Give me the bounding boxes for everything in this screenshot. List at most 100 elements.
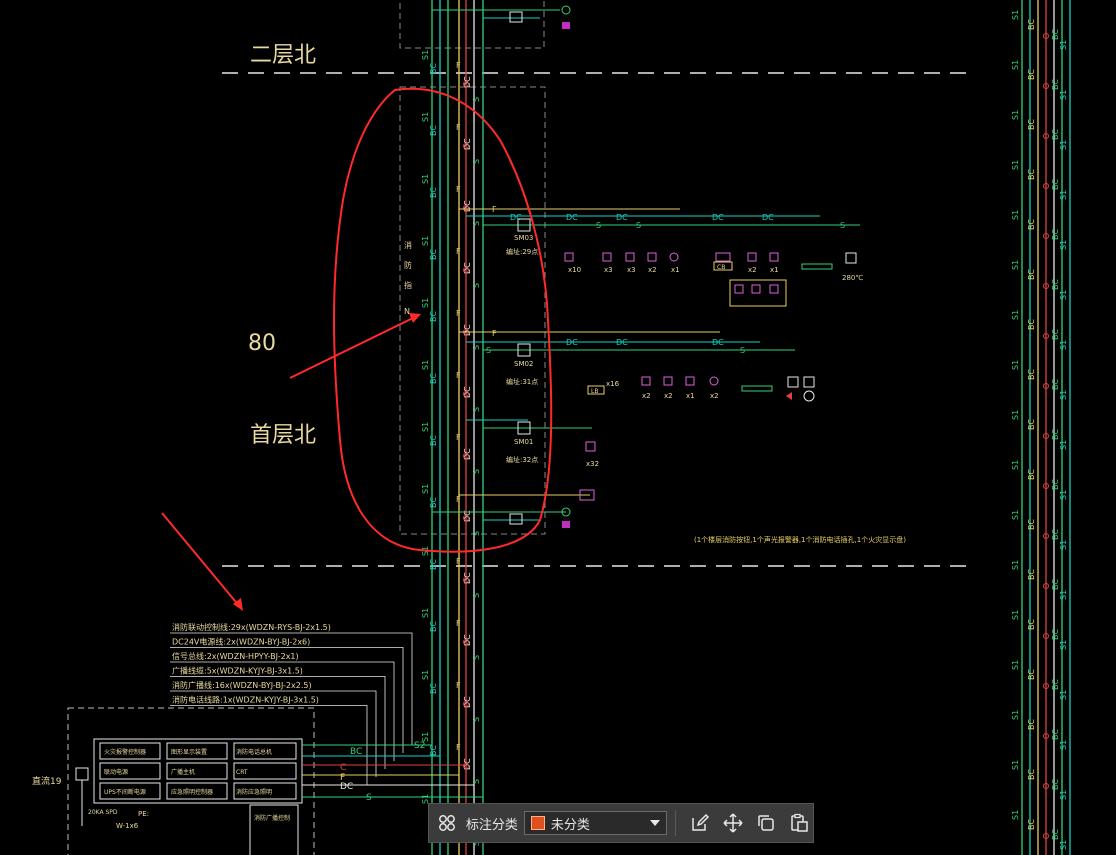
right-wire-letter: S1 [1011, 360, 1020, 370]
right-wire-letter: BC [1051, 529, 1060, 540]
svg-text:x32: x32 [586, 460, 599, 468]
bus-wire-letter: S1 [421, 360, 430, 370]
bus-node [463, 763, 469, 769]
bus-wire-letter: S [472, 345, 481, 350]
svg-text:S: S [486, 346, 491, 355]
bus-wire-letter: BC [429, 187, 438, 198]
right-bus-node [1043, 783, 1049, 789]
svg-text:应急照明控制器: 应急照明控制器 [171, 788, 213, 796]
right-wire-letter: S1 [1059, 140, 1068, 150]
sm03-row: SM03 编址:29点 F DC DC DC DC DC S S S CB 28… [459, 205, 863, 307]
bus-node [463, 577, 469, 583]
cable-leader-line [170, 676, 386, 769]
right-bus-node [1043, 133, 1049, 139]
right-wire-letter: BC [1051, 479, 1060, 490]
svg-text:F: F [492, 329, 497, 338]
cable-legend: 消防联动控制线:29x(WDZN-RYS-BJ-2x1.5)DC24V电源线:2… [170, 622, 413, 785]
right-wire-letter: BC [1027, 119, 1036, 130]
right-wire-letter: BC [1051, 579, 1060, 590]
right-bus-node [1043, 283, 1049, 289]
copy-icon[interactable] [751, 808, 780, 838]
right-wire-letter: BC [1027, 419, 1036, 430]
svg-text:S: S [840, 221, 845, 230]
sm02-row: SM02 编址:31点 F DC DC DC S S LB x16 x2 x2 … [459, 329, 815, 402]
annotation-arrowhead-2 [233, 598, 243, 611]
svg-text:直流19: 直流19 [32, 775, 62, 787]
grid-icon[interactable] [433, 808, 462, 838]
bus-wire-letter: S1 [421, 50, 430, 60]
svg-text:消防应急照明: 消防应急照明 [236, 788, 272, 796]
chevron-down-icon [649, 820, 660, 826]
right-bus-node [1043, 833, 1049, 839]
svg-text:消防广播控制: 消防广播控制 [254, 814, 290, 822]
svg-text:x3: x3 [627, 266, 636, 274]
right-wire-letter: BC [1027, 369, 1036, 380]
svg-text:N: N [404, 307, 410, 316]
svg-text:消: 消 [404, 240, 412, 250]
cable-leader-line [170, 690, 377, 777]
annotation-arrow-2 [161, 512, 241, 608]
bus-wire-letter: BC [429, 497, 438, 508]
right-bus-node [1043, 383, 1049, 389]
vertical-label: 消 防 指 N [404, 240, 412, 316]
right-wire-letter: BC [1051, 79, 1060, 90]
svg-text:PE:: PE: [138, 810, 149, 818]
right-wire-letter: S1 [1059, 690, 1068, 700]
right-wire-letter: BC [1027, 169, 1036, 180]
bus-wire-letter: BC [429, 683, 438, 694]
right-wire-letter: S1 [1011, 260, 1020, 270]
right-wire-letter: S1 [1011, 710, 1020, 720]
svg-text:x1: x1 [686, 392, 695, 400]
right-bus-node [1043, 683, 1049, 689]
cable-leader-line [170, 705, 368, 785]
svg-text:联动电源: 联动电源 [104, 768, 128, 776]
svg-text:S: S [636, 221, 641, 230]
bus-wire-letter: S1 [421, 112, 430, 122]
bus-wire-letter: S [472, 407, 481, 412]
right-wire-letter: BC [1027, 319, 1036, 330]
right-bus-node [1043, 733, 1049, 739]
edit-icon[interactable] [686, 808, 715, 838]
right-wire-letter: BC [1027, 19, 1036, 30]
move-icon[interactable] [719, 808, 748, 838]
bus-wire-letter: F [456, 433, 461, 442]
annotation-arrow-1 [289, 315, 418, 379]
svg-text:BC: BC [350, 747, 362, 757]
right-wire-letter: BC [1027, 269, 1036, 280]
svg-text:F: F [340, 773, 345, 783]
right-wire-letter: BC [1051, 179, 1060, 190]
right-wire-letter: S1 [1011, 310, 1020, 320]
bus-wire-letter: F [456, 681, 461, 690]
right-wire-letter: BC [1051, 229, 1060, 240]
bus-wire-letter: BC [429, 125, 438, 136]
svg-text:编址:29点: 编址:29点 [506, 247, 538, 256]
bus-wire-letter: BC [429, 621, 438, 632]
bus-wire-letter: S1 [421, 422, 430, 432]
bus-node [463, 515, 469, 521]
right-wire-letter: S1 [1059, 540, 1068, 550]
right-wire-letter: S1 [1059, 840, 1068, 850]
right-wire-letter: S1 [1011, 510, 1020, 520]
category-select[interactable]: 未分类 [523, 811, 667, 835]
main-bus-lines [431, 0, 484, 855]
right-wire-letter: BC [1051, 629, 1060, 640]
bus-wire-letter: BC [429, 311, 438, 322]
right-bus-node [1043, 333, 1049, 339]
svg-text:消防电话总机: 消防电话总机 [236, 748, 272, 756]
svg-text:DC: DC [566, 338, 578, 347]
right-bus-node [1043, 33, 1049, 39]
svg-text:DC: DC [340, 782, 353, 792]
right-wire-letter: S1 [1059, 240, 1068, 250]
svg-text:CB: CB [717, 264, 725, 271]
bus-wire-letter: S [472, 469, 481, 474]
right-wire-letter: S1 [1011, 810, 1020, 820]
paste-icon[interactable] [784, 808, 813, 838]
svg-text:SM01: SM01 [514, 438, 533, 446]
bus-wire-letter: S [472, 779, 481, 784]
bus-node [463, 81, 469, 87]
bus-wire-letter: BC [429, 435, 438, 446]
cable-leader-line [170, 661, 395, 761]
right-wire-letter: BC [1027, 569, 1036, 580]
bus-wire-letter: F [456, 309, 461, 318]
right-wire-letter: S1 [1011, 560, 1020, 570]
